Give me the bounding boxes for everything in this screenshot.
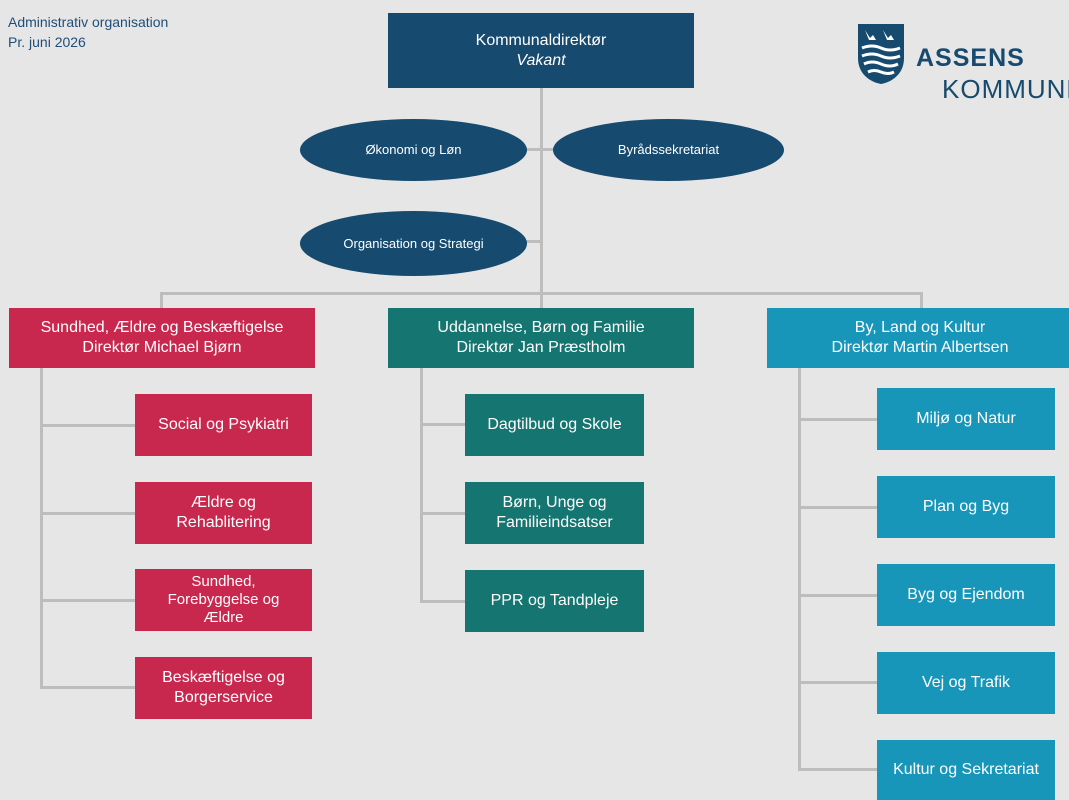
division-title: Uddannelse, Børn og Familie <box>437 319 645 336</box>
page-heading: Administrativ organisation Pr. juni 2026 <box>8 12 168 52</box>
unit-box[interactable]: Kultur og Sekretariat <box>877 740 1055 800</box>
connector-division-3-branch <box>798 681 877 684</box>
connector-division-3-branch <box>798 768 877 771</box>
connector-division-2-spine <box>420 368 423 603</box>
division-box-sundhed[interactable]: Sundhed, Ældre og Beskæftigelse Direktør… <box>9 308 315 368</box>
division-box-uddannelse[interactable]: Uddannelse, Børn og Familie Direktør Jan… <box>388 308 694 368</box>
connector-division-2-branch <box>420 600 465 603</box>
division-director: Direktør Martin Albertsen <box>831 339 1009 356</box>
kommunaldirektor-title: Kommunaldirektør <box>475 31 607 49</box>
unit-box[interactable]: Miljø og Natur <box>877 388 1055 450</box>
assens-crest-icon <box>858 24 904 84</box>
staff-oval-organisation[interactable]: Organisation og Strategi <box>300 211 527 276</box>
kommunaldirektor-status: Vakant <box>516 51 566 69</box>
division-director: Direktør Jan Præstholm <box>456 339 626 356</box>
unit-box[interactable]: Børn, Unge og Familieindsatser <box>465 482 644 544</box>
logo-line-1: ASSENS <box>916 44 1025 72</box>
kommunaldirektor-box[interactable]: Kommunaldirektør Vakant <box>388 13 694 88</box>
heading-date: Pr. juni 2026 <box>8 34 86 50</box>
division-title: By, Land og Kultur <box>854 319 986 336</box>
connector-division-3-branch <box>798 418 877 421</box>
connector-division-1-spine <box>40 368 43 689</box>
logo-line-2: KOMMUNE <box>942 74 1069 104</box>
connector-division-1-branch <box>40 512 135 515</box>
connector-division-2-branch <box>420 423 465 426</box>
connector-division-1-drop <box>160 292 163 308</box>
unit-box[interactable]: Plan og Byg <box>877 476 1055 538</box>
connector-division-1-branch <box>40 424 135 427</box>
unit-box[interactable]: Sundhed, Forebyggelse og Ældre <box>135 569 312 631</box>
unit-box[interactable]: Social og Psykiatri <box>135 394 312 456</box>
connector-division-1-branch <box>40 599 135 602</box>
connector-main-vertical <box>540 88 543 295</box>
unit-box[interactable]: Ældre og Rehablitering <box>135 482 312 544</box>
connector-org-horizontal <box>525 240 543 243</box>
unit-box[interactable]: Beskæftigelse og Borgerservice <box>135 657 312 719</box>
staff-oval-okonomi[interactable]: Økonomi og Løn <box>300 119 527 181</box>
unit-box[interactable]: PPR og Tandpleje <box>465 570 644 632</box>
connector-staff-horizontal <box>525 148 555 151</box>
unit-box[interactable]: Vej og Trafik <box>877 652 1055 714</box>
division-title: Sundhed, Ældre og Beskæftigelse <box>40 319 284 336</box>
unit-box[interactable]: Dagtilbud og Skole <box>465 394 644 456</box>
staff-oval-byradssekretariat[interactable]: Byrådssekretariat <box>553 119 784 181</box>
connector-division-2-drop <box>540 292 543 308</box>
connector-division-3-branch <box>798 506 877 509</box>
connector-division-3-drop <box>920 292 923 308</box>
assens-logo: ASSENS KOMMUNE <box>856 22 1069 112</box>
heading-title: Administrativ organisation <box>8 14 169 30</box>
division-director: Direktør Michael Bjørn <box>82 339 242 356</box>
connector-division-2-branch <box>420 512 465 515</box>
connector-division-3-spine <box>798 368 801 771</box>
unit-box[interactable]: Byg og Ejendom <box>877 564 1055 626</box>
division-box-by-land[interactable]: By, Land og Kultur Direktør Martin Alber… <box>767 308 1069 368</box>
connector-division-1-branch <box>40 686 135 689</box>
connector-division-3-branch <box>798 594 877 597</box>
